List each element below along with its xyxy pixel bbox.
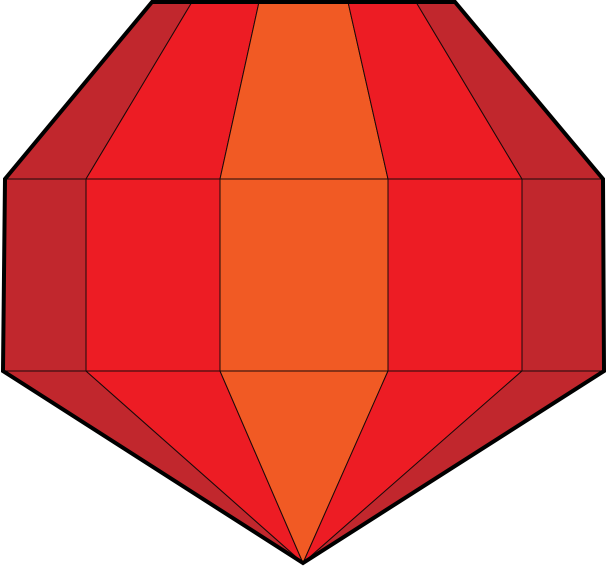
girdle-facet-left-outer [2, 178, 87, 372]
girdle-facet-right-inner [387, 178, 523, 372]
girdle-facet-left-inner [85, 178, 221, 372]
girdle-facet-right-outer [521, 178, 605, 372]
girdle-facet-center [219, 178, 389, 372]
